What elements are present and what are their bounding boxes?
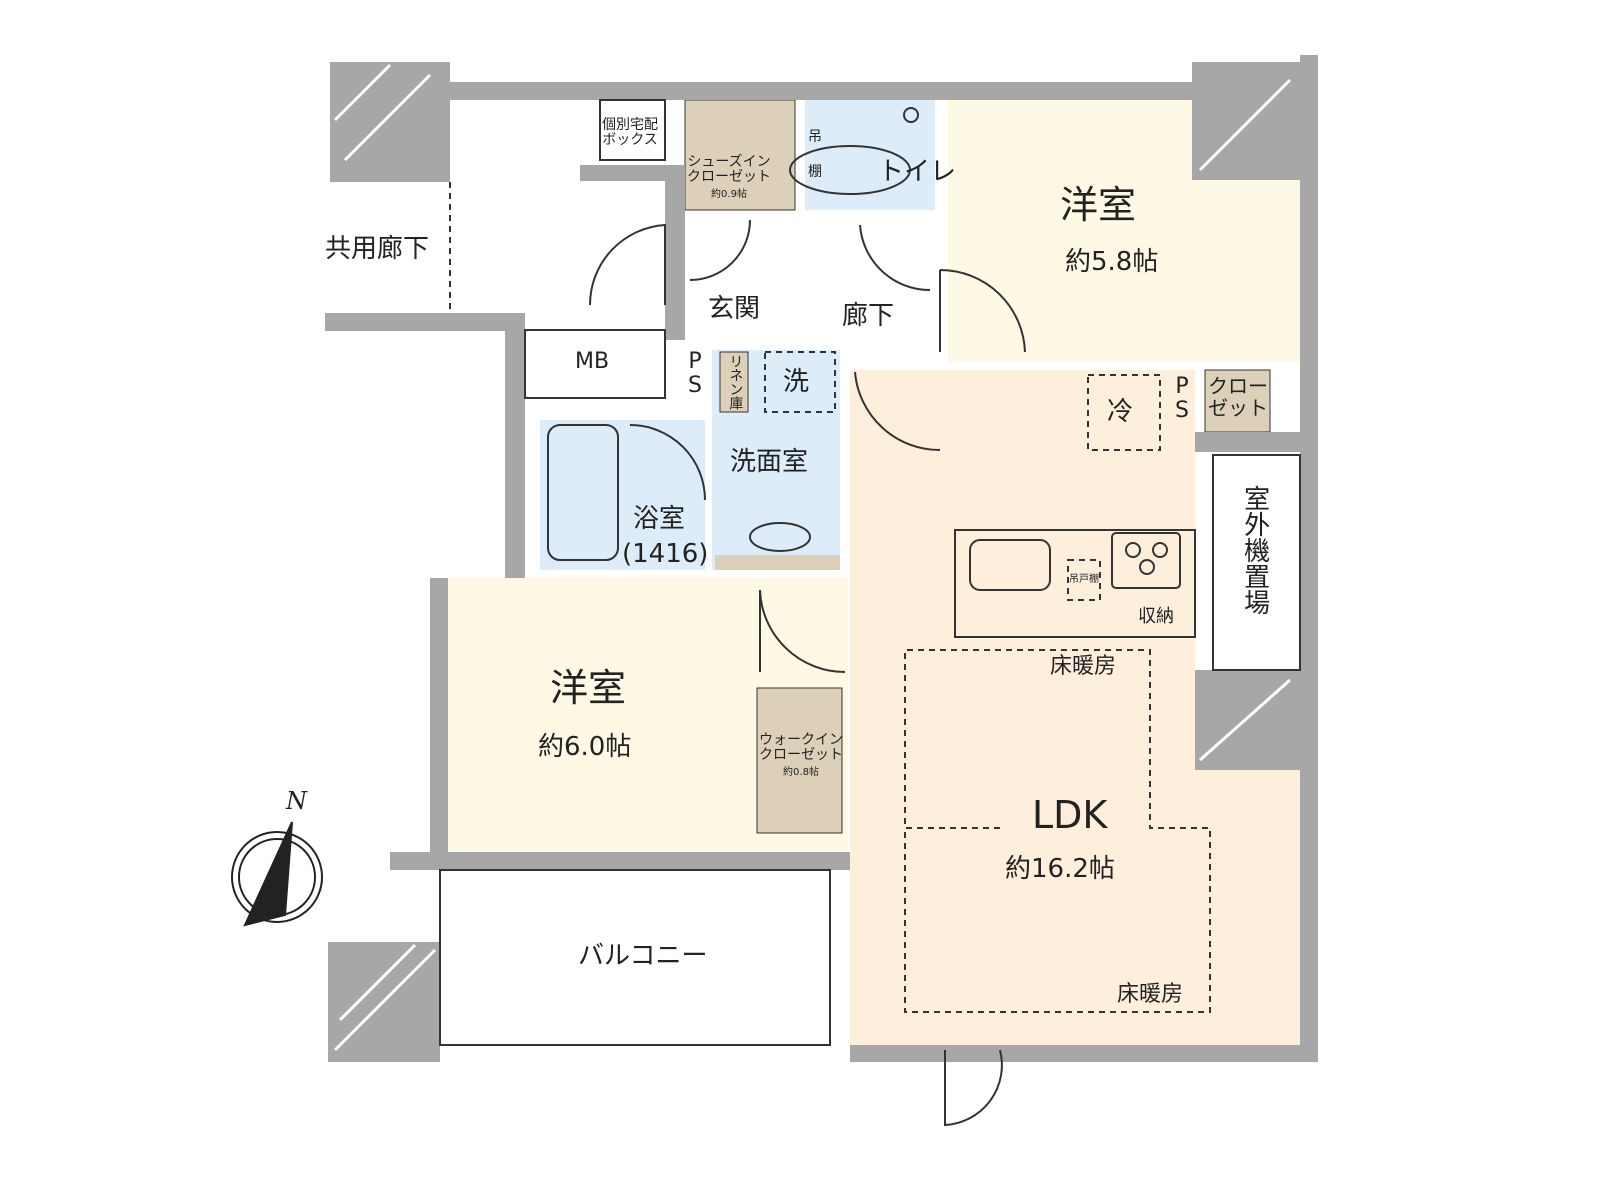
ldk-label: LDK — [1032, 793, 1108, 837]
delivery-box-line-2: ボックス — [602, 132, 658, 149]
wic-line-2: クローゼット — [759, 747, 843, 764]
kitchen-storage-label: 収納 — [1138, 606, 1174, 627]
mb-label: MB — [575, 349, 610, 374]
linen-label: リネン庫 — [727, 354, 744, 410]
bath-fill — [540, 420, 705, 570]
wic-line-1: ウォークイン — [759, 732, 843, 748]
dashed-areas — [449, 182, 1211, 1013]
entrance-label: 玄関 — [708, 294, 761, 324]
shoe-closet-fill — [684, 99, 796, 211]
shoe-closet-size: 約0.9帖 — [711, 188, 747, 200]
toilet-cabinet-top: 吊 — [808, 129, 822, 145]
shoe-closet-line-2: クローゼット — [687, 169, 771, 186]
hallway-label: 廊下 — [842, 301, 895, 331]
closet-line-2: ゼット — [1208, 396, 1268, 420]
bath-size: (1416) — [622, 539, 709, 569]
toilet-cabinet-bottom: 棚 — [808, 164, 822, 180]
toilet-label: トイレ — [878, 157, 957, 187]
wall-hatch — [333, 63, 1292, 1052]
ps-1-s: S — [688, 373, 702, 399]
bath-label: 浴室 — [633, 504, 686, 534]
ps-1-p: P — [688, 349, 702, 374]
partitions — [439, 99, 1301, 1127]
linen-fill — [719, 351, 749, 413]
closet-label: クローゼット — [1208, 375, 1268, 419]
shoe-closet-label: シューズインクローゼット約0.9帖 — [687, 154, 771, 201]
outdoor-unit-label: 室外機置場 — [1239, 485, 1270, 615]
delivery-box-label: 個別宅配ボックス — [602, 117, 658, 149]
vanity-fill — [715, 555, 840, 570]
common-corridor-label: 共用廊下 — [325, 234, 430, 264]
western-room-1-label: 洋室 — [1060, 183, 1137, 227]
compass-icon — [231, 821, 323, 927]
western-room-1-size: 約5.8帖 — [1065, 247, 1159, 277]
ldk-size: 約16.2帖 — [1005, 854, 1115, 884]
ldk-fill — [850, 370, 1300, 1045]
ps-2-p: P — [1175, 374, 1189, 399]
wic-label: ウォークインクローゼット約0.8帖 — [759, 732, 843, 779]
wic-size: 約0.8帖 — [783, 766, 819, 778]
floor-heating-label-1: 床暖房 — [1050, 654, 1117, 679]
compass-north-label: N — [286, 787, 307, 815]
ps-2-s: S — [1175, 398, 1189, 424]
balcony-label: バルコニー — [578, 941, 708, 971]
washer-label: 洗 — [783, 367, 810, 397]
western-room-2-size: 約6.0帖 — [538, 732, 632, 762]
western-room-2-label: 洋室 — [550, 666, 627, 710]
kitchen-cabinet-label: 吊戸棚 — [1069, 574, 1099, 585]
washroom-label: 洗面室 — [730, 447, 809, 477]
fridge-label: 冷 — [1107, 397, 1134, 427]
wic-fill — [756, 687, 843, 834]
floor-heating-label-2: 床暖房 — [1117, 982, 1184, 1007]
closet-line-1: クロー — [1208, 374, 1268, 398]
delivery-box-line-1: 個別宅配 — [602, 117, 658, 133]
shoe-closet-line-1: シューズイン — [687, 154, 771, 170]
closet-fill — [1204, 369, 1271, 433]
